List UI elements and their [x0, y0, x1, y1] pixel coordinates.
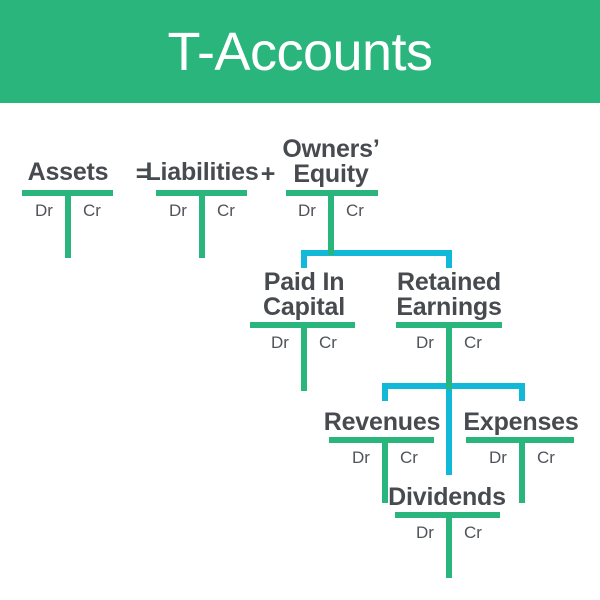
credit-label-dividends: Cr — [464, 523, 482, 542]
diagram-body: = + Assets Liabilities Owners’ Equity Dr… — [0, 103, 600, 600]
credit-label-revenues: Cr — [400, 448, 418, 467]
account-title-owners-equity-line2: Equity — [293, 160, 369, 188]
account-title-revenues: Revenues — [323, 408, 441, 436]
debit-label-liabilities: Dr — [169, 201, 187, 220]
operator-equals: = — [135, 160, 151, 188]
t-account-lines-revenues — [329, 437, 434, 503]
account-title-retained-earnings-line1: Retained — [397, 268, 501, 296]
t-account-lines-paid-in-capital — [250, 322, 355, 391]
debit-label-expenses: Dr — [489, 448, 507, 467]
t-account-lines-retained-earnings — [396, 322, 502, 389]
t-account-lines-owners-equity — [286, 190, 378, 255]
diagram-lines — [22, 190, 574, 578]
connector-owners-equity-to-children — [301, 250, 452, 268]
account-title-dividends: Dividends — [388, 483, 506, 511]
account-title-retained-earnings-line2: Earnings — [396, 293, 502, 321]
account-title-assets: Assets — [27, 158, 109, 186]
t-account-lines-expenses — [466, 437, 574, 503]
connector-retained-earnings-to-children — [382, 383, 525, 475]
page-title: T-Accounts — [167, 21, 433, 82]
credit-label-assets: Cr — [83, 201, 101, 220]
debit-label-paid-in-capital: Dr — [271, 333, 289, 352]
account-title-liabilities: Liabilities — [145, 158, 259, 186]
t-account-lines-dividends — [395, 512, 500, 578]
debit-label-retained-earnings: Dr — [416, 333, 434, 352]
account-title-paid-in-capital-line1: Paid In — [263, 268, 345, 296]
credit-label-paid-in-capital: Cr — [319, 333, 337, 352]
t-account-lines-assets — [22, 190, 113, 258]
account-title-owners-equity-line1: Owners’ — [282, 135, 380, 163]
debit-label-owners-equity: Dr — [298, 201, 316, 220]
account-title-paid-in-capital-line2: Capital — [263, 293, 345, 321]
credit-label-expenses: Cr — [537, 448, 555, 467]
debit-label-revenues: Dr — [352, 448, 370, 467]
debit-label-assets: Dr — [35, 201, 53, 220]
t-account-lines-liabilities — [156, 190, 247, 258]
account-title-expenses: Expenses — [463, 408, 579, 436]
header-banner: T-Accounts — [0, 0, 600, 103]
credit-label-liabilities: Cr — [217, 201, 235, 220]
credit-label-retained-earnings: Cr — [464, 333, 482, 352]
operator-plus: + — [260, 160, 276, 188]
credit-label-owners-equity: Cr — [346, 201, 364, 220]
debit-label-dividends: Dr — [416, 523, 434, 542]
